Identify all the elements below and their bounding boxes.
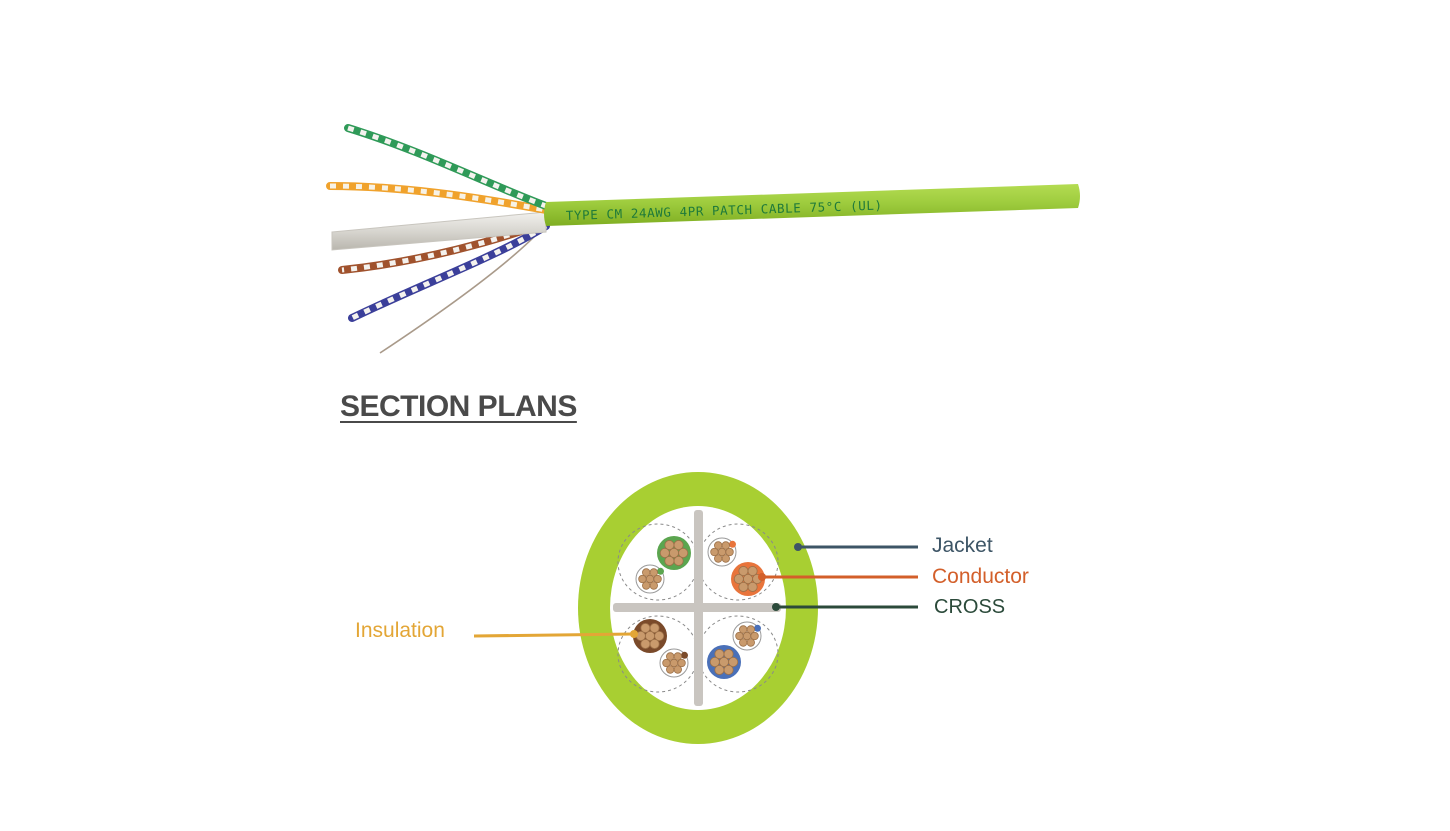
stripe-mark (681, 651, 688, 659)
copper-strand (678, 548, 689, 558)
brown-white-conductor (659, 648, 689, 678)
cross-leader-dot (772, 603, 780, 611)
green-white-conductor (635, 564, 665, 594)
copper-strand (721, 541, 730, 550)
copper-strand (728, 657, 739, 667)
jacket-label: Jacket (932, 534, 993, 557)
cross-section-diagram (578, 472, 818, 744)
cable-illustration: TYPE CM 24AWG 4PR PATCH CABLE 75°C (UL) (326, 124, 1080, 354)
stripe-mark (754, 624, 761, 632)
brown-conductor (633, 619, 667, 653)
copper-strand (673, 540, 684, 551)
copper-strand (677, 658, 686, 668)
copper-strand (664, 540, 675, 551)
cable-jacket (544, 184, 1080, 226)
copper-strand (738, 581, 749, 592)
copper-strand (746, 625, 755, 634)
copper-strand (662, 658, 671, 668)
copper-strand (747, 566, 758, 577)
copper-strand (649, 568, 658, 577)
copper-strand (654, 631, 665, 641)
conductor-label: Conductor (932, 565, 1029, 588)
callout-lines (473, 543, 918, 638)
copper-strand (649, 638, 660, 649)
conductor-leader-dot (758, 573, 766, 581)
copper-strand (659, 548, 670, 558)
copper-strand (673, 555, 684, 566)
stripe-mark (729, 540, 736, 548)
copper-strand (725, 547, 734, 557)
copper-strand (642, 581, 651, 590)
copper-strand (735, 631, 744, 641)
copper-strand (750, 631, 759, 641)
blue-white-conductor (732, 621, 762, 651)
copper-strand (746, 638, 755, 647)
separator-spline (331, 211, 547, 251)
copper-strand (649, 581, 658, 590)
jacket-leader-dot (794, 543, 802, 551)
copper-strand (709, 657, 720, 667)
copper-strand (653, 574, 662, 584)
copper-strand (664, 555, 675, 566)
insulation-leader (473, 632, 635, 638)
blue-twisted-pair (348, 222, 550, 322)
copper-strand (714, 554, 723, 563)
orange-twisted-pair (326, 182, 550, 214)
copper-strand (733, 574, 744, 584)
copper-strand (738, 566, 749, 577)
conductor-bundles (633, 536, 765, 679)
copper-strand (642, 568, 651, 577)
section-title: SECTION PLANS (340, 390, 577, 423)
cross-label: CROSS (934, 596, 1006, 618)
copper-strand (714, 664, 725, 675)
insulation-leader-dot (630, 630, 638, 638)
copper-strand (640, 623, 651, 634)
copper-strand (673, 652, 682, 661)
copper-strand (673, 665, 682, 674)
copper-strand (747, 581, 758, 592)
copper-strand (640, 638, 651, 649)
insulation-label: Insulation (355, 619, 445, 642)
orange-conductor (731, 562, 765, 596)
green-twisted-pair (344, 124, 550, 210)
copper-strand (714, 649, 725, 660)
copper-strand (739, 638, 748, 647)
cross-separator (613, 510, 781, 706)
blue-conductor (707, 645, 741, 679)
copper-strand (666, 652, 675, 661)
copper-strand (721, 554, 730, 563)
stripe-mark (657, 567, 664, 575)
copper-strand (638, 574, 647, 584)
copper-strand (714, 541, 723, 550)
orange-white-conductor (707, 537, 737, 567)
copper-strand (723, 649, 734, 660)
copper-strand (710, 547, 719, 557)
green-conductor (657, 536, 691, 570)
copper-strand (666, 665, 675, 674)
copper-strand (739, 625, 748, 634)
copper-strand (723, 664, 734, 675)
copper-strand (649, 623, 660, 634)
